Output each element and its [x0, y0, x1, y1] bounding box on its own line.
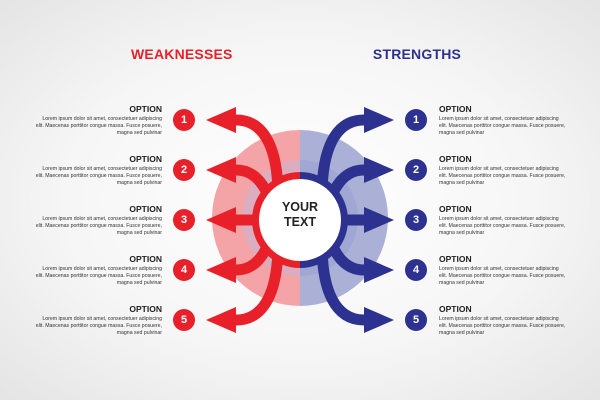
option-title: OPTION — [439, 104, 472, 114]
strength-badge-2: 2 — [405, 159, 427, 181]
option-description: Lorem ipsum dolor sit amet, consectetuer… — [439, 166, 566, 187]
strength-badge-1: 1 — [405, 109, 427, 131]
weakness-arrow-head-3 — [206, 207, 236, 233]
weakness-badge-4: 4 — [173, 259, 195, 281]
strength-option-2: OPTION Lorem ipsum dolor sit amet, conse… — [439, 154, 567, 188]
center-text-line1: YOUR — [281, 200, 319, 214]
weakness-option-3: OPTION Lorem ipsum dolor sit amet, conse… — [34, 204, 162, 238]
weakness-arrow-head-5 — [206, 307, 236, 333]
strength-arrow-head-4 — [364, 257, 394, 283]
weakness-option-4: OPTION Lorem ipsum dolor sit amet, conse… — [34, 254, 162, 288]
weakness-badge-5: 5 — [173, 309, 195, 331]
option-title: OPTION — [439, 304, 472, 314]
strength-option-3: OPTION Lorem ipsum dolor sit amet, conse… — [439, 204, 567, 238]
strength-option-4: OPTION Lorem ipsum dolor sit amet, conse… — [439, 254, 567, 288]
weakness-badge-3: 3 — [173, 209, 195, 231]
center-core — [252, 172, 348, 268]
strengths-heading: STRENGTHS — [372, 46, 462, 62]
strength-badge-5: 5 — [405, 309, 427, 331]
strength-badge-4: 4 — [405, 259, 427, 281]
center-text-line2: TEXT — [284, 215, 316, 229]
strength-arrow-head-3 — [364, 207, 394, 233]
strength-arrow-head-1 — [364, 107, 394, 133]
option-title: OPTION — [439, 154, 472, 164]
option-description: Lorem ipsum dolor sit amet, consectetuer… — [439, 266, 566, 287]
option-description: Lorem ipsum dolor sit amet, consectetuer… — [35, 116, 162, 137]
option-description: Lorem ipsum dolor sit amet, consectetuer… — [439, 316, 566, 337]
center-text: YOUR TEXT — [255, 200, 345, 230]
weakness-option-2: OPTION Lorem ipsum dolor sit amet, conse… — [34, 154, 162, 188]
weakness-arrow-head-1 — [206, 107, 236, 133]
option-title: OPTION — [129, 104, 162, 114]
weakness-badge-2: 2 — [173, 159, 195, 181]
strength-arrow-head-2 — [364, 157, 394, 183]
strength-arrow-head-5 — [364, 307, 394, 333]
option-description: Lorem ipsum dolor sit amet, consectetuer… — [35, 216, 162, 237]
weakness-arrow-head-4 — [206, 257, 236, 283]
option-title: OPTION — [129, 254, 162, 264]
strength-option-1: OPTION Lorem ipsum dolor sit amet, conse… — [439, 104, 567, 138]
option-title: OPTION — [129, 304, 162, 314]
option-title: OPTION — [439, 204, 472, 214]
weakness-option-5: OPTION Lorem ipsum dolor sit amet, conse… — [34, 304, 162, 338]
option-title: OPTION — [129, 154, 162, 164]
weaknesses-heading: WEAKNESSES — [131, 46, 233, 62]
option-title: OPTION — [129, 204, 162, 214]
strength-option-5: OPTION Lorem ipsum dolor sit amet, conse… — [439, 304, 567, 338]
option-description: Lorem ipsum dolor sit amet, consectetuer… — [439, 116, 566, 137]
weakness-arrow-head-2 — [206, 157, 236, 183]
option-description: Lorem ipsum dolor sit amet, consectetuer… — [35, 166, 162, 187]
option-description: Lorem ipsum dolor sit amet, consectetuer… — [35, 266, 162, 287]
strength-badge-3: 3 — [405, 209, 427, 231]
option-description: Lorem ipsum dolor sit amet, consectetuer… — [35, 316, 162, 337]
weakness-option-1: OPTION Lorem ipsum dolor sit amet, conse… — [34, 104, 162, 138]
option-description: Lorem ipsum dolor sit amet, consectetuer… — [439, 216, 566, 237]
option-title: OPTION — [439, 254, 472, 264]
weakness-badge-1: 1 — [173, 109, 195, 131]
center-circle — [259, 179, 341, 261]
